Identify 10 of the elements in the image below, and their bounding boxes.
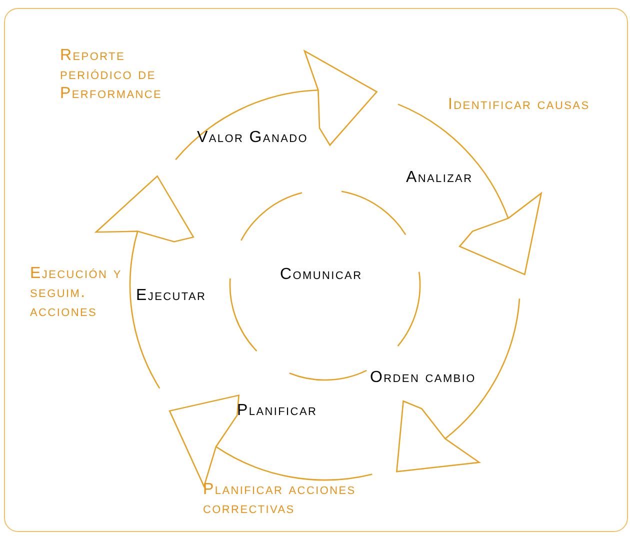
center-label: Comunicar xyxy=(280,265,362,284)
note-text: Ejecución y seguim. acciones xyxy=(30,264,123,321)
step-label: Analizar xyxy=(406,168,473,187)
note-text: Identificar causas xyxy=(448,95,590,114)
step-label: Ejecutar xyxy=(136,286,206,305)
step-label: Orden cambio xyxy=(370,368,476,387)
step-label: Valor Ganado xyxy=(197,128,308,147)
note-text: Planificar acciones correctivas xyxy=(203,480,357,518)
note-text: Reporte periódico de Performance xyxy=(60,46,164,103)
step-label: Planificar xyxy=(237,401,318,420)
